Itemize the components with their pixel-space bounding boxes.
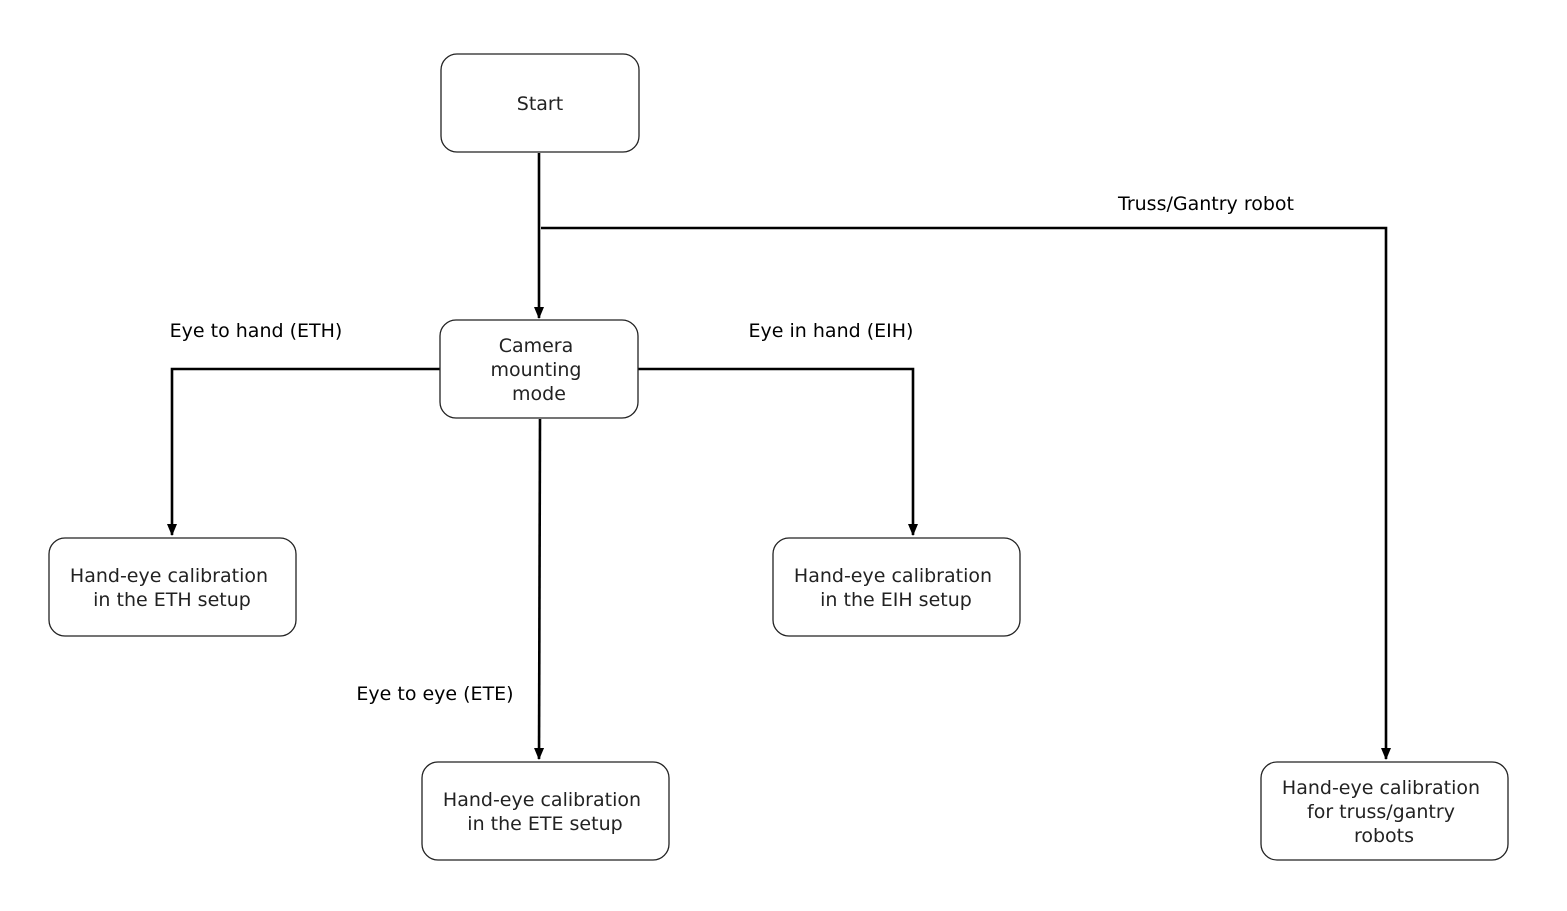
eih-node-label-line-1: Hand-eye calibration <box>794 565 992 587</box>
ete-node-label-line-2: in the ETE setup <box>467 813 622 835</box>
ete-node-label-line-1: Hand-eye calibration <box>443 789 641 811</box>
svg-text:Hand-eye calibration for: Hand-eye calibration for truss/gantry ro… <box>1282 777 1486 847</box>
ete-setup-node: Hand-eye calibration in the ETE setup <box>421 761 670 861</box>
truss-gantry-node: Hand-eye calibration for truss/gantry ro… <box>1260 761 1509 861</box>
eih-node-label-line-2: in the EIH setup <box>820 589 972 611</box>
edge-camera-mode-to-eth <box>167 367 440 536</box>
svg-text:Hand-eye calibration in: Hand-eye calibration in the ETE setup <box>443 789 647 835</box>
edge-label-truss: Truss/Gantry robot <box>1117 193 1294 215</box>
eth-node-label-line-2: in the ETH setup <box>93 589 251 611</box>
truss-node-label-line-2: for truss/gantry <box>1307 801 1455 823</box>
camera-mounting-mode-node: Camera mounting mode <box>439 319 639 419</box>
camera-mode-label-line-2: mounting <box>490 359 581 381</box>
edge-label-eih: Eye in hand (EIH) <box>749 320 914 342</box>
eih-setup-node: Hand-eye calibration in the EIH setup <box>772 537 1021 637</box>
edge-camera-mode-to-eih <box>638 367 918 536</box>
camera-mode-label-line-3: mode <box>512 383 566 405</box>
truss-node-label-line-3: robots <box>1354 825 1414 847</box>
svg-text:Hand-eye calibration in: Hand-eye calibration in the EIH setup <box>794 565 998 611</box>
camera-mode-label-line-1: Camera <box>499 335 574 357</box>
edge-label-eth: Eye to hand (ETH) <box>170 320 343 342</box>
svg-text:Camera mounting mo: Camera mounting mode <box>490 335 587 405</box>
eth-node-label-line-1: Hand-eye calibration <box>70 565 268 587</box>
start-node-label: Start <box>517 93 563 115</box>
svg-text:Start: Start <box>517 93 563 115</box>
edge-label-ete: Eye to eye (ETE) <box>356 683 513 705</box>
edge-start-to-truss <box>541 226 1391 760</box>
start-node: Start <box>440 53 640 153</box>
edge-camera-mode-to-ete <box>534 418 545 760</box>
eth-setup-node: Hand-eye calibration in the ETH setup <box>48 537 297 637</box>
svg-text:Hand-eye calibration in: Hand-eye calibration in the ETH setup <box>70 565 274 611</box>
truss-node-label-line-1: Hand-eye calibration <box>1282 777 1480 799</box>
